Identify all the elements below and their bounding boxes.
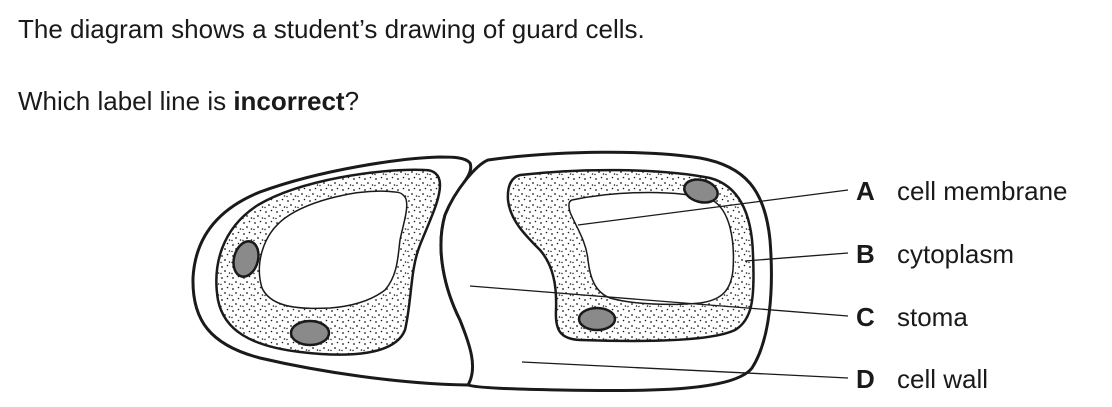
label-c-text: stoma (897, 302, 968, 332)
label-d-text: cell wall (897, 364, 988, 394)
left-guard-cell (191, 155, 475, 387)
question-line-2: Which label line is incorrect? (18, 86, 359, 116)
left-chloroplast-1 (232, 240, 260, 278)
label-d-letter: D (856, 364, 875, 394)
label-b-text: cytoplasm (897, 239, 1014, 269)
label-line-d (521, 361, 849, 379)
left-chloroplast-2 (289, 319, 331, 347)
right-chloroplast-1 (683, 178, 719, 204)
right-guard-cell (439, 150, 773, 393)
left-vacuole (258, 190, 408, 310)
label-line-a (577, 189, 849, 226)
label-line-b (744, 252, 849, 262)
question-line-1: The diagram shows a student’s drawing of… (18, 14, 645, 44)
label-c-letter: C (856, 302, 875, 332)
label-a-letter: A (856, 176, 875, 206)
label-a-text: cell membrane (897, 176, 1068, 206)
label-b-letter: B (856, 239, 875, 269)
label-line-c (469, 285, 849, 317)
question-text: Which label line is (18, 86, 234, 116)
question-emphasis: incorrect (233, 86, 345, 116)
right-chloroplast-2 (577, 306, 617, 332)
question-mark: ? (344, 86, 360, 116)
